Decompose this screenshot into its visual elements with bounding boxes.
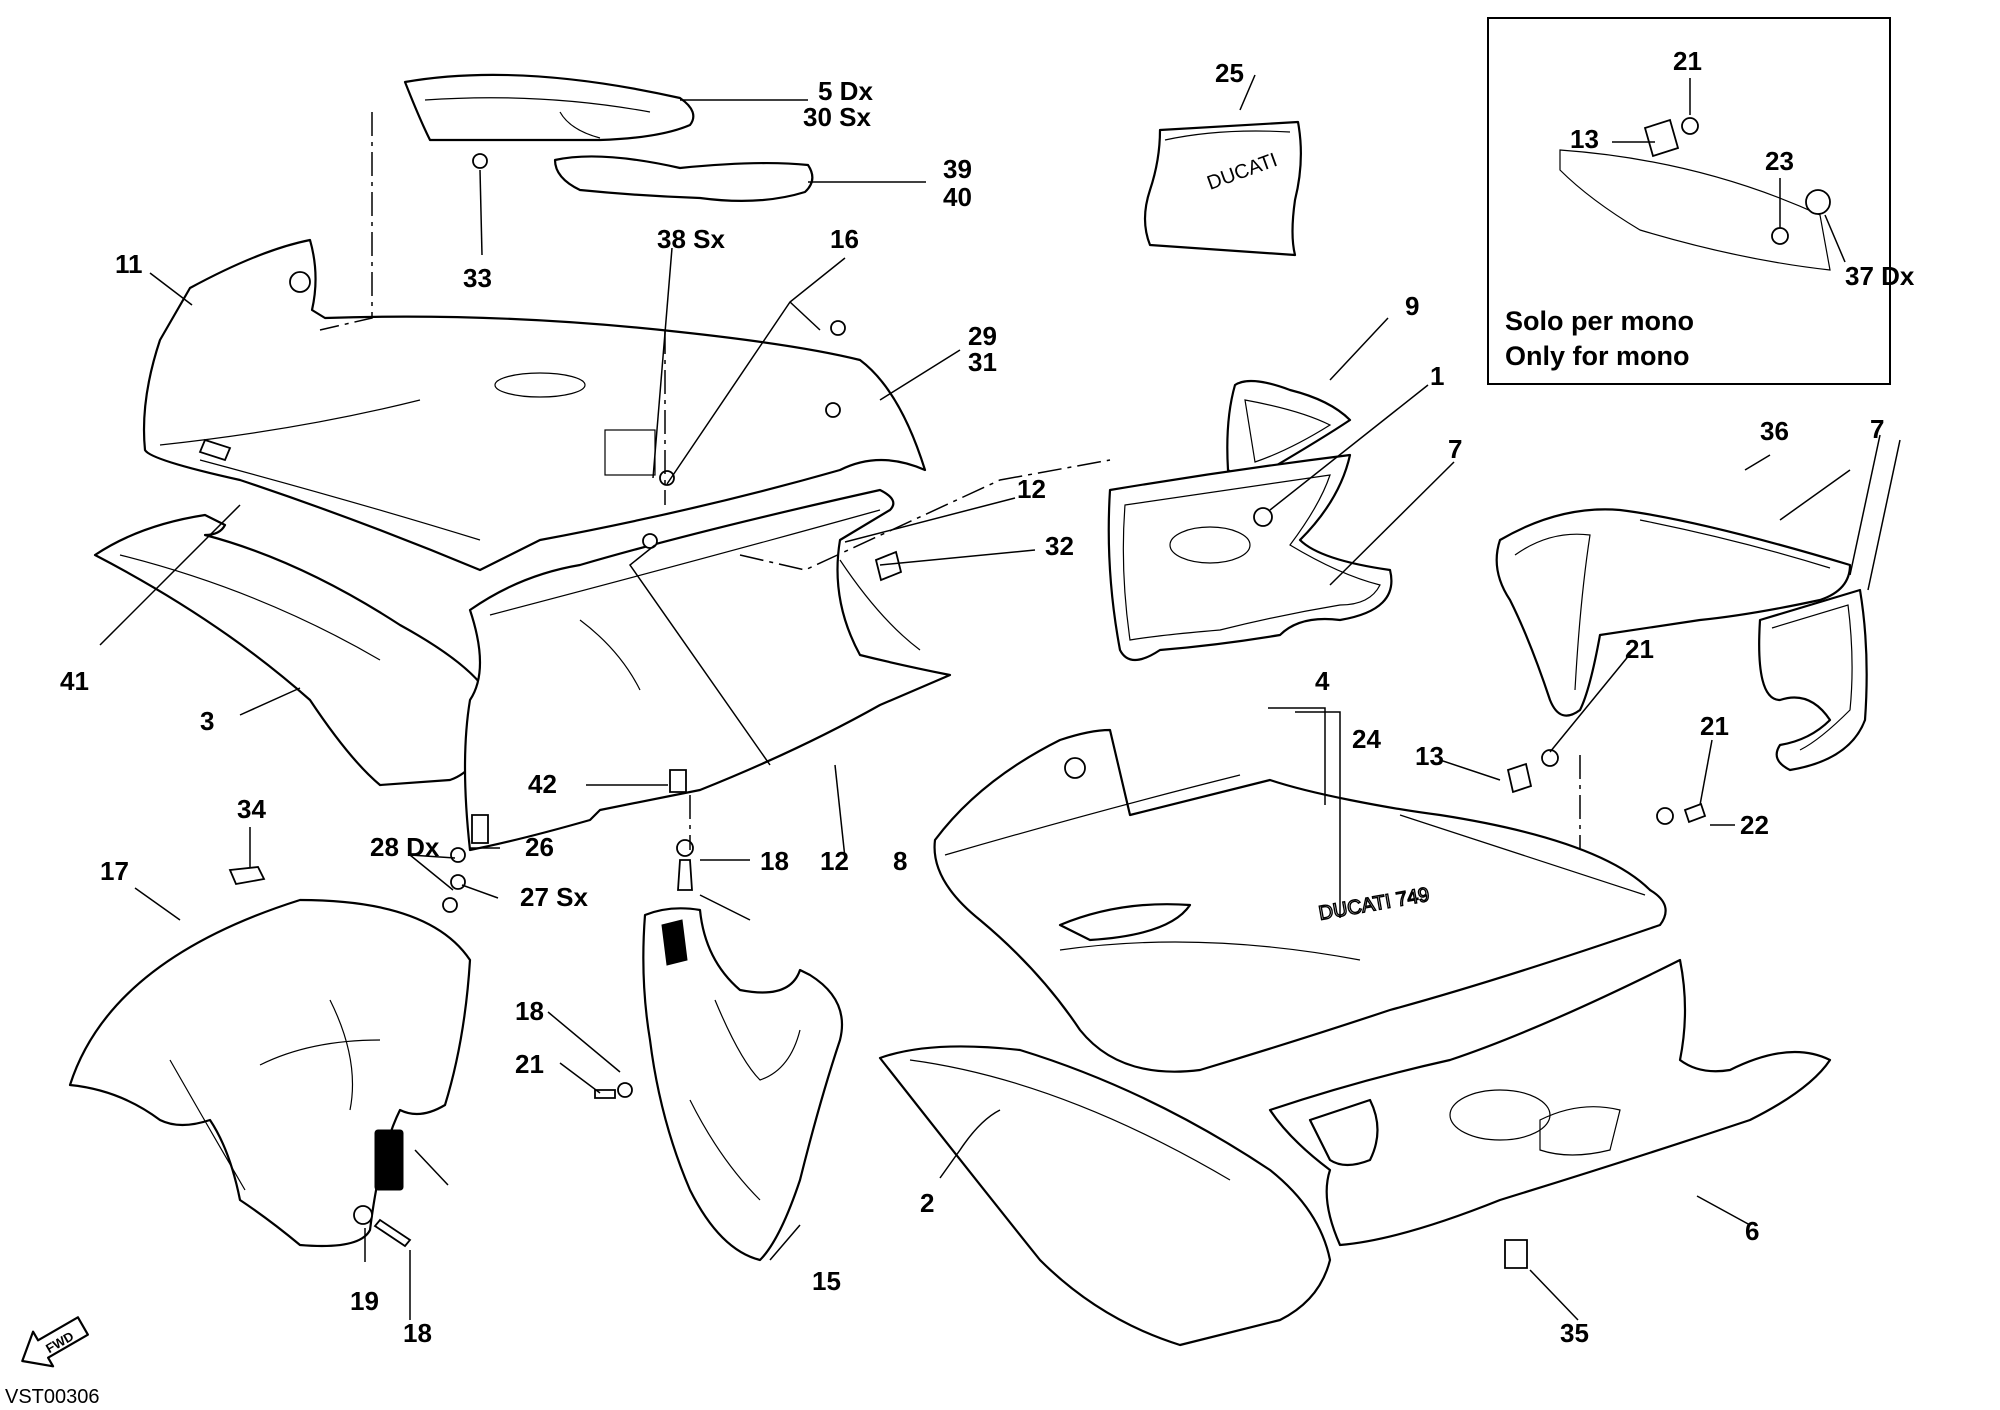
label-33: 35 <box>1560 1318 1589 1348</box>
label-9: 8 <box>893 846 907 876</box>
inset-mono-panel <box>1487 17 1891 385</box>
label-4: 4 <box>1315 666 1330 696</box>
part-seat-cover <box>403 73 695 142</box>
part-lower-tail <box>93 513 497 787</box>
part-lower-fairing <box>878 1045 1332 1347</box>
part-side-fairing: DUCATI 749 <box>933 728 1667 1073</box>
part-belly-pan <box>1268 958 1832 1247</box>
label-34: 36 <box>1760 416 1789 446</box>
label-31: 33 <box>463 263 492 293</box>
label-3: 3 <box>200 706 214 736</box>
label-6-belly: 6 <box>1745 1216 1759 1246</box>
label-37-dx: 39 <box>943 154 972 184</box>
fwd-arrow-icon: FWD <box>21 1316 90 1368</box>
label-16: 15 <box>812 1266 841 1296</box>
label-21-main-lower: 22 <box>1740 810 1769 840</box>
part-front-fender <box>68 898 472 1248</box>
label-15: 17 <box>100 856 129 886</box>
label-21-main-upper: 21 <box>1625 634 1654 664</box>
label-2: 2 <box>920 1188 934 1218</box>
part-panel-10 <box>1226 379 1352 478</box>
label-11: 11 <box>115 249 143 279</box>
label-12-top: 12 <box>1017 474 1046 504</box>
label-27-sx: 31 <box>968 347 997 377</box>
label-8: 7 <box>1448 434 1462 464</box>
label-32: 34 <box>237 794 266 824</box>
inset-note-it: Solo per mono <box>1505 306 1694 336</box>
label-17: 18 <box>403 1318 432 1348</box>
part-panel-34 <box>1495 508 1852 717</box>
label-21-inset-top: 21 <box>1673 46 1702 76</box>
label-18-middle: 18 <box>515 996 544 1026</box>
drawing-code: VST00306 <box>5 1386 100 1408</box>
inset-note-en: Only for mono <box>1505 341 1690 371</box>
label-21-inset-mid: 23 <box>1765 146 1794 176</box>
label-39: 41 <box>60 666 89 696</box>
label-18-lower: 19 <box>350 1286 379 1316</box>
part-panel-7 <box>1758 588 1868 772</box>
label-19: 21 <box>515 1049 544 1079</box>
label-35: 37 Dx <box>1845 261 1915 291</box>
label-22: 26 <box>525 832 554 862</box>
part-ducati-bag: DUCATI <box>1143 120 1302 257</box>
label-14: 16 <box>830 224 859 254</box>
label-7: 7 <box>1870 414 1884 444</box>
part-seat-pad <box>553 155 814 203</box>
part-tail-fairing <box>142 238 927 572</box>
label-10: 9 <box>1405 291 1419 321</box>
label-25: 25 <box>1215 58 1244 88</box>
label-13-main: 13 <box>1415 741 1444 771</box>
label-1: 1 <box>1430 361 1444 391</box>
part-inner-panel <box>1107 453 1393 662</box>
part-bracket <box>642 907 844 1262</box>
label-28-dx: 29 <box>968 321 997 351</box>
label-40: 42 <box>528 769 557 799</box>
label-29: 32 <box>1045 531 1074 561</box>
part-undertray <box>463 488 952 852</box>
label-13-inset: 13 <box>1570 124 1599 154</box>
label-36: 38 Sx <box>657 224 725 254</box>
label-12-bottom: 12 <box>820 846 849 876</box>
label-24: 27 Sx <box>520 882 588 912</box>
label-18-upper: 18 <box>760 846 789 876</box>
leader-lines <box>99 74 1901 1321</box>
label-5-dx: 5 Dx <box>818 76 873 106</box>
label-38-sx: 40 <box>943 182 972 212</box>
label-20: 21 <box>1700 711 1729 741</box>
label-30-sx: 30 Sx <box>803 102 871 132</box>
label-23: 28 Dx <box>370 832 440 862</box>
part-reflector <box>374 1129 404 1191</box>
hardware-items <box>228 153 1707 1269</box>
assembly-lines <box>319 100 1761 850</box>
callout-labels: 5 Dx 30 Sx 39 40 33 11 38 Sx 16 29 31 12… <box>60 46 1915 1348</box>
label-26: 24 <box>1352 724 1381 754</box>
